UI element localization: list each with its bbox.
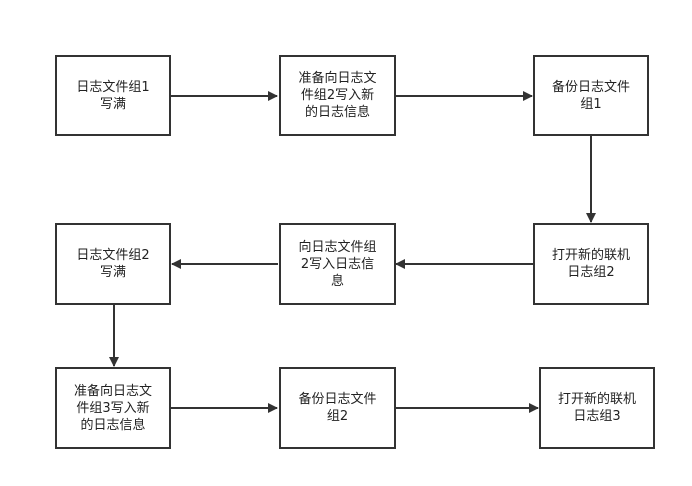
node-write-group2: 向日志文件组 2写入日志信 息 <box>279 223 396 305</box>
node-log-group1-full: 日志文件组1 写满 <box>55 55 171 136</box>
node-label: 准备向日志文 件组2写入新 的日志信息 <box>298 71 377 120</box>
node-prepare-write-group3: 准备向日志文 件组3写入新 的日志信息 <box>55 367 171 449</box>
node-label: 打开新的联机 日志组2 <box>551 248 630 280</box>
node-open-online-group3: 打开新的联机 日志组3 <box>539 367 655 449</box>
node-label: 打开新的联机 日志组3 <box>557 392 636 424</box>
node-label: 备份日志文件 组1 <box>551 79 630 112</box>
node-label: 备份日志文件 组2 <box>298 392 377 424</box>
node-label: 向日志文件组 2写入日志信 息 <box>298 239 377 289</box>
node-prepare-write-group2: 准备向日志文 件组2写入新 的日志信息 <box>279 55 396 136</box>
node-backup-group2: 备份日志文件 组2 <box>279 367 396 449</box>
node-open-online-group2: 打开新的联机 日志组2 <box>533 223 649 305</box>
node-backup-group1: 备份日志文件 组1 <box>533 55 649 136</box>
node-label: 日志文件组2 写满 <box>76 248 150 280</box>
node-label: 准备向日志文 件组3写入新 的日志信息 <box>73 383 152 433</box>
node-label: 日志文件组1 写满 <box>76 79 150 112</box>
node-log-group2-full: 日志文件组2 写满 <box>55 223 171 305</box>
